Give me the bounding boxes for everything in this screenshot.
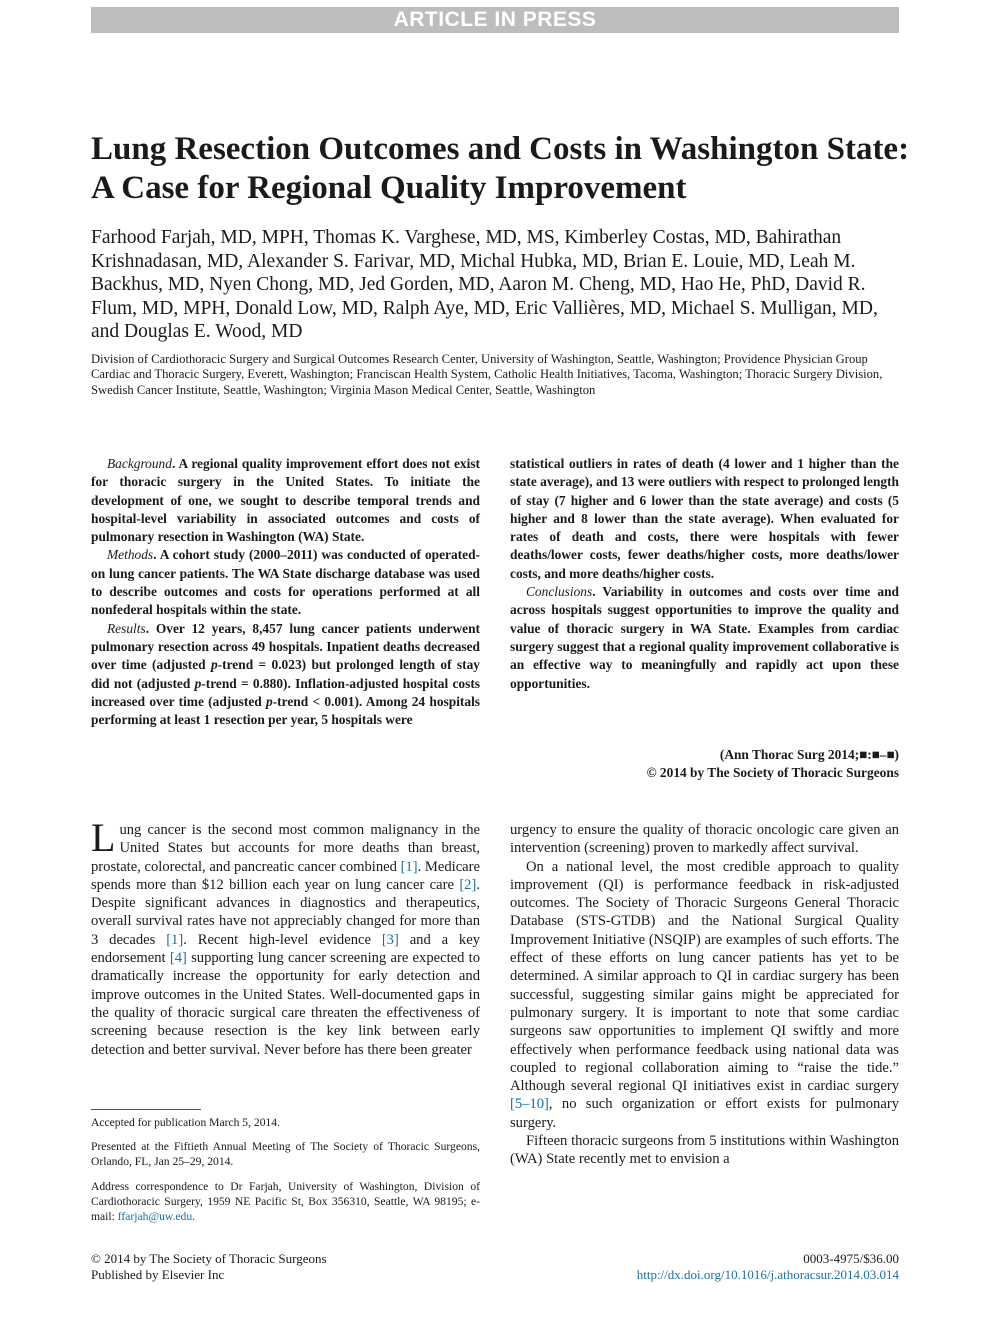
journal-citation: (Ann Thorac Surg 2014;■:■–■) © 2014 by T… (510, 746, 899, 783)
background-text: . A regional quality improvement effort … (91, 456, 480, 545)
body-text: . Medicare spends more than $12 billion … (91, 858, 480, 893)
abstract-conclusions: Conclusions. Variability in outcomes and… (510, 583, 899, 693)
results-label: Results (107, 620, 146, 636)
body-paragraph-1-continued: urgency to ensure the quality of thoraci… (510, 822, 899, 857)
body-text: . Despite significant advances in diagno… (91, 876, 480, 948)
address-end: . (192, 1210, 196, 1224)
body-text: ung cancer is the second most common mal… (91, 822, 480, 875)
results-p-2: p (194, 675, 202, 691)
footer-publisher: Published by Elsevier Inc (91, 1266, 225, 1282)
address-text: Address correspondence to Dr Farjah, Uni… (91, 1179, 480, 1224)
body-paragraph-3: Fifteen thoracic surgeons from 5 institu… (510, 1133, 899, 1168)
reference-link[interactable]: [2] (459, 876, 477, 893)
footer-right: 0003-4975/$36.00 http://dx.doi.org/10.10… (510, 1251, 899, 1282)
abstract-background: Background. A regional quality improveme… (91, 455, 480, 546)
citation-line: (Ann Thorac Surg 2014;■:■–■) (719, 747, 899, 762)
footnote-address: Address correspondence to Dr Farjah, Uni… (91, 1179, 480, 1225)
article-title: Lung Resection Outcomes and Costs in Was… (91, 131, 910, 206)
background-label: Background (107, 456, 172, 471)
body-text: , no such organization or effort exists … (510, 1096, 899, 1131)
reference-link[interactable]: [1] (400, 858, 418, 875)
results-text-3: -trend = 0.880). Inflation-adjusted hosp… (91, 675, 480, 709)
body-text: On a national level, the most credible a… (510, 858, 899, 1095)
footnote-presented: Presented at the Fiftieth Annual Meeting… (91, 1140, 480, 1169)
abstract-methods: Methods. A cohort study (2000–2011) was … (91, 546, 480, 619)
abstract-results: Results. Over 12 years, 8,457 lung cance… (91, 620, 480, 730)
abstract-results-continued: statistical outliers in rates of death (… (510, 456, 899, 581)
doi-link[interactable]: http://dx.doi.org/10.1016/j.athoracsur.2… (636, 1266, 899, 1282)
body-text: . Recent high-level evidence (183, 931, 382, 948)
body-column-right: urgency to ensure the quality of thoraci… (510, 821, 899, 1169)
abstract-column-left: Background. A regional quality improveme… (91, 455, 480, 729)
methods-label: Methods (107, 547, 154, 563)
footnote-accepted: Accepted for publication March 5, 2014. (91, 1116, 280, 1129)
drop-cap: L (91, 815, 116, 860)
results-text-4: -trend < 0.001). Among 24 hospitals perf… (91, 693, 481, 728)
results-p-1: p (210, 657, 218, 673)
reference-link[interactable]: [5–10] (510, 1096, 549, 1113)
footer-issn: 0003-4975/$36.00 (803, 1251, 899, 1266)
methods-text: . A cohort study (2000–2011) was conduct… (91, 547, 480, 618)
article-in-press-banner: ARTICLE IN PRESS (91, 7, 899, 33)
author-list: Farhood Farjah, MD, MPH, Thomas K. Vargh… (91, 227, 878, 342)
footnotes: Accepted for publication March 5, 2014. … (91, 1115, 480, 1233)
reference-link[interactable]: [1] (166, 931, 184, 948)
results-text-1: . Over 12 years, 8,457 lung cancer patie… (91, 620, 480, 673)
footer-left: © 2014 by The Society of Thoracic Surgeo… (91, 1251, 491, 1282)
body-text: and a key endorsement (91, 931, 481, 967)
abstract-column-right: statistical outliers in rates of death (… (510, 455, 899, 693)
body-paragraph-2: On a national level, the most credible a… (510, 858, 899, 1132)
abstract-copyright: © 2014 by The Society of Thoracic Surgeo… (646, 765, 899, 781)
footnote-divider (91, 1109, 201, 1110)
reference-link[interactable]: [3] (381, 931, 399, 948)
body-text: supporting lung cancer screening are exp… (91, 950, 481, 1058)
email-link[interactable]: ffarjah@uw.edu (117, 1210, 193, 1224)
reference-link[interactable]: [4] (169, 950, 187, 967)
results-text-2: -trend = 0.023) but prolonged length of … (91, 657, 480, 691)
conclusions-label: Conclusions (526, 584, 593, 600)
footer-copyright: © 2014 by The Society of Thoracic Surgeo… (91, 1251, 327, 1266)
affiliations: Division of Cardiothoracic Surgery and S… (91, 352, 883, 397)
conclusions-text: . Variability in outcomes and costs over… (510, 584, 899, 691)
results-p-3: p (266, 693, 273, 709)
